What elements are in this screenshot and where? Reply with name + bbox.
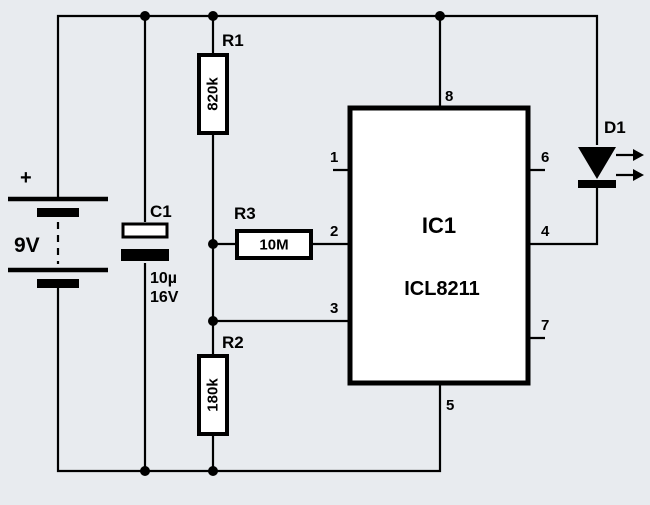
pin-2-label: 2 [330,223,338,240]
pin-4-label: 4 [541,223,550,240]
resistor-r2: 180k R2 [197,333,244,436]
r2-ref-label: R2 [222,333,244,352]
led-arrow-head-bottom [633,169,644,181]
junction-dot [140,466,150,476]
ic-ic1: IC1 ICL8211 1 2 3 4 5 6 7 8 [330,88,550,414]
r3-ref-label: R3 [234,204,256,223]
r2-value-label: 180k [205,378,222,412]
pin-6-label: 6 [541,149,549,166]
r3-body [235,229,313,260]
resistor-r1: 820k R1 [197,31,244,135]
r1-value-label: 820k [205,77,222,111]
junction-dot [208,466,218,476]
pin-5-label: 5 [446,397,454,414]
ic-part-label: ICL8211 [404,278,480,300]
capacitor-c1: C1 10µ 16V [121,202,179,306]
pin-3-label: 3 [330,300,338,317]
c1-negative-plate [121,249,169,261]
c1-voltage-label: 16V [150,289,179,306]
junction-dot [208,11,218,21]
r3-value-label: 10M [259,237,288,254]
c1-ref-label: C1 [150,202,172,221]
ic-body [347,105,531,386]
junction-dot [208,239,218,249]
battery-plus-label: + [20,167,32,189]
pin-1-label: 1 [330,149,338,166]
led-cathode-bar [578,180,616,188]
resistor-r3: 10M R3 [234,204,313,260]
r1-body [197,53,229,135]
led-triangle [578,147,616,179]
pin-7-label: 7 [541,317,549,334]
junction-dot [435,11,445,21]
d1-ref-label: D1 [604,118,626,137]
battery-symbol: + 9V [8,167,108,288]
battery-short-plate-bottom [37,279,79,288]
pin4-wire [528,188,599,246]
ic-ref-label: IC1 [422,213,456,238]
led-d1: D1 [578,118,644,188]
junction-dot [140,11,150,21]
battery-short-plate-top [37,208,79,217]
c1-value-label: 10µ [150,270,177,287]
r2-body [197,354,229,436]
junction-dot [208,316,218,326]
junctions [140,11,445,476]
c1-positive-plate [121,222,169,239]
pin-8-label: 8 [445,88,453,105]
r1-ref-label: R1 [222,31,244,50]
top-rail-wire [56,14,599,197]
bottom-rail-wire [56,288,442,473]
battery-label: 9V [14,234,40,257]
led-arrow-head-top [633,149,644,161]
